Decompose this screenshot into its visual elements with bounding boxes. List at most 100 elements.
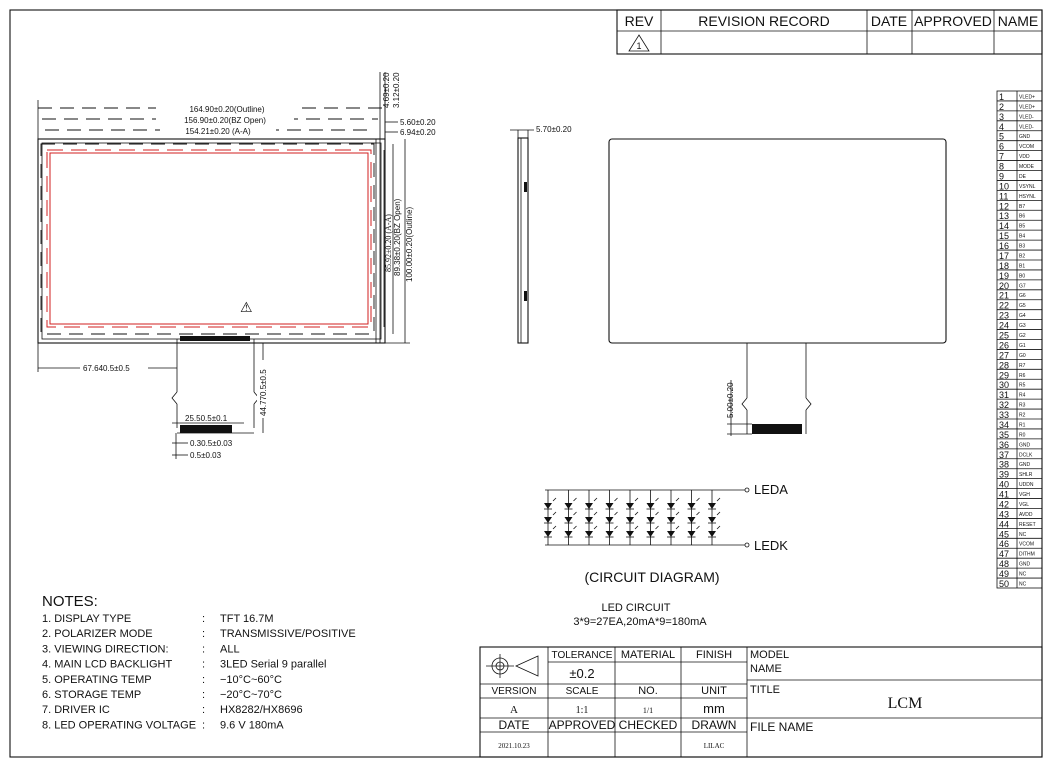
pin-number: 49 <box>999 569 1009 579</box>
version-label: VERSION <box>491 686 536 697</box>
pin-number: 32 <box>999 400 1009 410</box>
pin-number: 48 <box>999 559 1009 569</box>
dim-pin-width: 0.5±0.03 <box>190 451 222 460</box>
led-diode-icon <box>667 503 675 509</box>
note-colon: : <box>202 613 205 625</box>
revision-record-header: REVISION RECORD <box>698 13 829 29</box>
note-value: −10°C~60°C <box>220 674 282 686</box>
rev-header: REV <box>625 13 654 29</box>
note-colon: : <box>202 659 205 671</box>
pin-number: 30 <box>999 380 1009 390</box>
projection-symbol-icon <box>486 654 539 678</box>
note-colon: : <box>202 719 205 731</box>
note-value: ALL <box>220 643 240 655</box>
led-diode-icon <box>605 517 614 523</box>
file-name-label: FILE NAME <box>750 720 813 734</box>
pin-name: VLED- <box>1019 114 1034 120</box>
unit-label: UNIT <box>701 685 727 697</box>
pin-number: 37 <box>999 450 1009 460</box>
pin-number: 24 <box>999 321 1009 331</box>
led-diode-icon <box>564 517 573 523</box>
led-diode-icon <box>646 503 655 509</box>
back-view: 5.00±0.20 <box>608 138 947 436</box>
leda-terminal <box>744 487 750 493</box>
led-diode-icon <box>544 517 552 523</box>
led-diode-icon <box>544 503 552 509</box>
ledk-label: LEDK <box>754 538 788 553</box>
pin-number: 19 <box>999 271 1009 281</box>
note-value: 3LED Serial 9 parallel <box>220 659 326 671</box>
pin-number: 28 <box>999 360 1009 370</box>
led-diode-icon <box>626 503 634 509</box>
pin-name: R0 <box>1019 432 1026 438</box>
pin-number: 40 <box>999 480 1009 490</box>
pin-name: GND <box>1019 134 1031 140</box>
pin-name: VCOM <box>1019 144 1034 150</box>
revision-block: REV REVISION RECORD DATE APPROVED NAME 1 <box>616 9 1043 55</box>
pin-name: DITHM <box>1019 552 1035 558</box>
pin-number: 31 <box>999 390 1009 400</box>
note-value: TFT 16.7M <box>220 613 274 625</box>
pin-number: 8 <box>999 162 1004 172</box>
outline-rect <box>37 138 386 344</box>
pin-name: R3 <box>1019 403 1026 409</box>
pin-number: 36 <box>999 440 1009 450</box>
side-view: 5.70±0.20 <box>510 125 572 344</box>
scale-label: SCALE <box>566 686 599 697</box>
led-circuit-title: LED CIRCUIT <box>601 602 670 614</box>
pin-name: G2 <box>1019 333 1026 339</box>
front-view: 164.90±0.20(Outline) 156.90±0.20(BZ Open… <box>37 72 436 460</box>
note-value: HX8282/HX8696 <box>220 704 303 716</box>
led-diode-icon <box>687 503 696 509</box>
led-diode-icon <box>667 531 675 537</box>
rev-number: 1 <box>636 41 641 51</box>
pin-name: G1 <box>1019 343 1026 349</box>
back-fpc-contacts <box>752 424 802 434</box>
date-header: DATE <box>871 13 907 29</box>
led-diode-icon <box>605 531 614 537</box>
pin-number: 26 <box>999 340 1009 350</box>
note-value: TRANSMISSIVE/POSITIVE <box>220 628 356 640</box>
pin-name: VGH <box>1019 492 1030 498</box>
fpc-connector <box>180 336 250 341</box>
pin-name: AVDD <box>1019 512 1033 518</box>
note-colon: : <box>202 689 205 701</box>
led-circuit-diagram: LEDA LEDK (CIRCUIT DIAGRAM) LED CIRCUIT … <box>544 482 788 628</box>
pin-number: 13 <box>999 211 1009 221</box>
note-label: 4. MAIN LCD BACKLIGHT <box>42 659 172 671</box>
title-label: TITLE <box>750 684 780 696</box>
pin-number: 5 <box>999 132 1004 142</box>
pin-number: 43 <box>999 509 1009 519</box>
pin-name: NC <box>1019 582 1027 588</box>
pin-number: 2 <box>999 102 1004 112</box>
pin-number: 4 <box>999 122 1004 132</box>
pin-number: 11 <box>999 191 1008 201</box>
pin-number: 44 <box>999 519 1009 529</box>
pin-number: 18 <box>999 261 1009 271</box>
led-diode-icon <box>544 531 552 537</box>
dim-right-2: 6.94±0.20 <box>400 128 436 137</box>
pin-name: DE <box>1019 174 1027 180</box>
led-diode-icon <box>605 503 614 509</box>
pin-name: B1 <box>1019 263 1025 269</box>
pin-name: B0 <box>1019 273 1025 279</box>
note-colon: : <box>202 628 205 640</box>
dim-aa-height: 85.92±0.20 (A-A) <box>384 214 393 272</box>
pin-name: G5 <box>1019 303 1026 309</box>
pin-name: G4 <box>1019 313 1026 319</box>
pin-name: B7 <box>1019 204 1025 210</box>
pin-number: 17 <box>999 251 1009 261</box>
pin-name: MODE <box>1019 164 1035 170</box>
pin-name: VGL <box>1019 502 1029 508</box>
circuit-caption: (CIRCUIT DIAGRAM) <box>584 569 719 585</box>
dim-outline-height: 100.00±0.20(Outline) <box>405 207 414 282</box>
title-value: LCM <box>888 695 923 712</box>
pin-number: 39 <box>999 470 1009 480</box>
pin-name: HSYNL <box>1019 194 1036 200</box>
pin-name: VLED+ <box>1019 94 1035 100</box>
note-label: 6. STORAGE TEMP <box>42 689 141 701</box>
title-block: TOLERANCE ±0.2 MATERIAL FINISH MODEL NAM… <box>479 646 1043 758</box>
pin-name: GND <box>1019 562 1031 568</box>
pin-number: 50 <box>999 579 1009 589</box>
